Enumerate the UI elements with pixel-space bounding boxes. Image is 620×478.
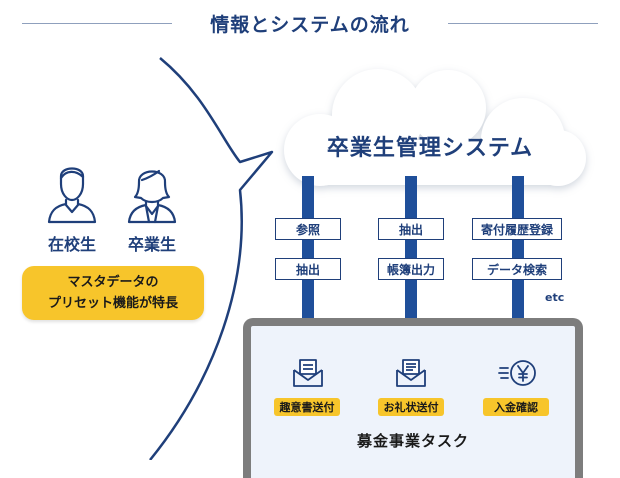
preset-feature-note: マスタデータの プリセット機能が特長 [22,266,204,320]
label-ledger-output: 帳簿出力 [378,258,444,280]
graduate-icon [127,169,177,224]
diagram-title: 情報とシステムの流れ [0,10,620,37]
arrow-shaft-1 [302,176,314,326]
student-icon [47,167,97,224]
cloud-shape [284,69,586,186]
label-reference: 参照 [275,218,341,240]
task-area-title: 募金事業タスク [356,432,469,450]
title-rule-left [22,23,172,24]
mail-letter-icon [396,359,426,387]
mail-document-icon [293,359,323,387]
label-extract-1: 抽出 [275,258,341,280]
task-badge-payment: 入金確認 [483,398,549,416]
note-line-2: プリセット機能が特長 [47,296,178,311]
speech-bubble-outline [149,57,274,460]
note-line-1: マスタデータの [67,275,159,290]
person-label-student: 在校生 [47,235,96,254]
system-name: 卒業生管理システム [326,136,534,161]
etc-label: etc [545,291,565,304]
person-label-graduate: 卒業生 [127,235,176,254]
task-badge-prospectus: 趣意書送付 [274,398,340,416]
diagram-title-bar: 情報とシステムの流れ [0,8,620,38]
label-extract-2: 抽出 [378,218,444,240]
label-data-search: データ検索 [472,258,562,280]
arrow-shaft-3 [512,176,524,326]
task-badge-thankyou: お礼状送付 [378,398,444,416]
title-rule-right [448,23,598,24]
label-donation-history: 寄付履歴登録 [472,218,562,240]
arrow-shaft-2 [405,176,417,326]
yen-payment-icon [498,360,536,386]
